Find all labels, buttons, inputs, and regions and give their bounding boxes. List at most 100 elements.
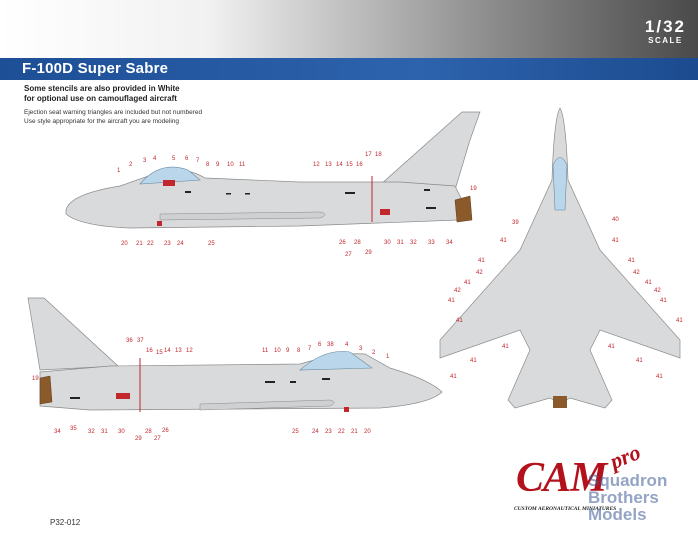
callout-30: 30 bbox=[384, 240, 391, 246]
callout-42c: 42 bbox=[454, 288, 461, 294]
callout-16b: 16 bbox=[146, 348, 153, 354]
callout-34: 34 bbox=[446, 240, 453, 246]
callout-11b: 11 bbox=[262, 348, 269, 354]
left-view-callouts: 1 2 3 4 5 6 7 8 9 10 11 12 13 14 15 16 1… bbox=[117, 152, 477, 258]
callout-19b: 19 bbox=[32, 376, 39, 382]
ejection-note-line2: Use style appropriate for the aircraft y… bbox=[24, 117, 179, 125]
watermark-line3: Models bbox=[588, 505, 647, 524]
callout-10b: 10 bbox=[274, 348, 281, 354]
logo-subtitle: CUSTOM AERONAUTICAL MINIATURES bbox=[514, 506, 617, 512]
callout-42b: 42 bbox=[633, 270, 640, 276]
callout-33: 33 bbox=[428, 240, 435, 246]
callout-8b: 8 bbox=[297, 348, 301, 354]
callout-9: 9 bbox=[216, 162, 220, 168]
callout-41o: 41 bbox=[450, 374, 457, 380]
callout-7b: 7 bbox=[308, 346, 312, 352]
watermark-line1: Squadron bbox=[588, 471, 668, 490]
scale-number: 1/32 bbox=[644, 17, 686, 36]
callout-12b: 12 bbox=[186, 348, 193, 354]
callout-41f: 41 bbox=[645, 280, 652, 286]
callout-38: 38 bbox=[327, 342, 334, 348]
callout-21: 21 bbox=[136, 241, 143, 247]
scale-label: SCALE bbox=[648, 36, 683, 45]
callout-4: 4 bbox=[153, 156, 157, 162]
callout-21b: 21 bbox=[351, 429, 358, 435]
callout-1b: 1 bbox=[386, 354, 390, 360]
watermark-line2: Brothers bbox=[588, 488, 659, 507]
callout-2b: 2 bbox=[372, 350, 376, 356]
callout-29: 29 bbox=[365, 250, 372, 256]
callout-41h: 41 bbox=[660, 298, 667, 304]
callout-23: 23 bbox=[164, 241, 171, 247]
callout-26: 26 bbox=[339, 240, 346, 246]
callout-4b: 4 bbox=[345, 342, 349, 348]
callout-28b: 28 bbox=[145, 429, 152, 435]
stencil-note: Some stencils are also provided in White… bbox=[24, 84, 284, 103]
callout-31: 31 bbox=[397, 240, 404, 246]
stencil-note-line1: Some stencils are also provided in White bbox=[24, 84, 180, 93]
callout-41p: 41 bbox=[656, 374, 663, 380]
callout-28: 28 bbox=[354, 240, 361, 246]
callout-6: 6 bbox=[185, 156, 189, 162]
callout-41e: 41 bbox=[464, 280, 471, 286]
top-view-callouts: 39 40 41 41 41 41 42 42 41 41 42 42 41 4… bbox=[448, 217, 683, 380]
callout-29b: 29 bbox=[135, 436, 142, 442]
callout-41j: 41 bbox=[676, 318, 683, 324]
callout-22b: 22 bbox=[338, 429, 345, 435]
header-gradient-bar bbox=[0, 0, 698, 58]
title-bar bbox=[0, 58, 698, 80]
scale-badge: 1/32 SCALE bbox=[644, 17, 686, 46]
callout-7: 7 bbox=[196, 158, 200, 164]
callout-41l: 41 bbox=[608, 344, 615, 350]
callout-31b: 31 bbox=[101, 429, 108, 435]
callout-34b: 34 bbox=[54, 429, 61, 435]
callout-41a: 41 bbox=[500, 238, 507, 244]
callout-23b: 23 bbox=[325, 429, 332, 435]
page-title: F-100D Super Sabre bbox=[22, 60, 169, 77]
callout-42d: 42 bbox=[654, 288, 661, 294]
callout-39: 39 bbox=[512, 220, 519, 226]
callout-27: 27 bbox=[345, 252, 352, 258]
callout-2: 2 bbox=[129, 162, 133, 168]
callout-20b: 20 bbox=[364, 429, 371, 435]
callout-25: 25 bbox=[208, 241, 215, 247]
callout-42a: 42 bbox=[476, 270, 483, 276]
callout-1: 1 bbox=[117, 168, 121, 174]
callout-30b: 30 bbox=[118, 429, 125, 435]
callout-14b: 14 bbox=[164, 348, 171, 354]
callout-11: 11 bbox=[239, 162, 246, 168]
watermark: Squadron Brothers Models bbox=[588, 472, 667, 523]
callout-41n: 41 bbox=[636, 358, 643, 364]
callout-27b: 27 bbox=[154, 436, 161, 442]
callout-37: 37 bbox=[137, 338, 144, 344]
callout-26b: 26 bbox=[162, 428, 169, 434]
top-view-planform bbox=[439, 107, 681, 409]
callout-13b: 13 bbox=[175, 348, 182, 354]
callout-19: 19 bbox=[470, 186, 477, 192]
callout-8: 8 bbox=[206, 162, 210, 168]
callout-6b: 6 bbox=[318, 342, 322, 348]
callout-9b: 9 bbox=[286, 348, 290, 354]
callout-41k: 41 bbox=[502, 344, 509, 350]
callout-41m: 41 bbox=[470, 358, 477, 364]
callout-14: 14 bbox=[336, 162, 343, 168]
callout-41g: 41 bbox=[448, 298, 455, 304]
callout-41i: 41 bbox=[456, 318, 463, 324]
campro-logo: CAM pro CUSTOM AERONAUTICAL MINIATURES S… bbox=[510, 439, 690, 528]
callout-35: 35 bbox=[70, 426, 77, 432]
part-number: P32-012 bbox=[50, 518, 81, 527]
callout-17: 17 bbox=[365, 152, 372, 158]
callout-36: 36 bbox=[126, 338, 133, 344]
ejection-note: Ejection seat warning triangles are incl… bbox=[24, 109, 264, 126]
stencil-note-line2: for optional use on camouflaged aircraft bbox=[24, 93, 177, 103]
callout-5: 5 bbox=[172, 156, 176, 162]
callout-24b: 24 bbox=[312, 429, 319, 435]
callout-10: 10 bbox=[227, 162, 234, 168]
ejection-note-line1: Ejection seat warning triangles are incl… bbox=[24, 109, 203, 116]
callout-16: 16 bbox=[356, 162, 363, 168]
callout-15b: 15 bbox=[156, 350, 163, 356]
callout-18: 18 bbox=[375, 152, 382, 158]
callout-12: 12 bbox=[313, 162, 320, 168]
callout-41c: 41 bbox=[478, 258, 485, 264]
